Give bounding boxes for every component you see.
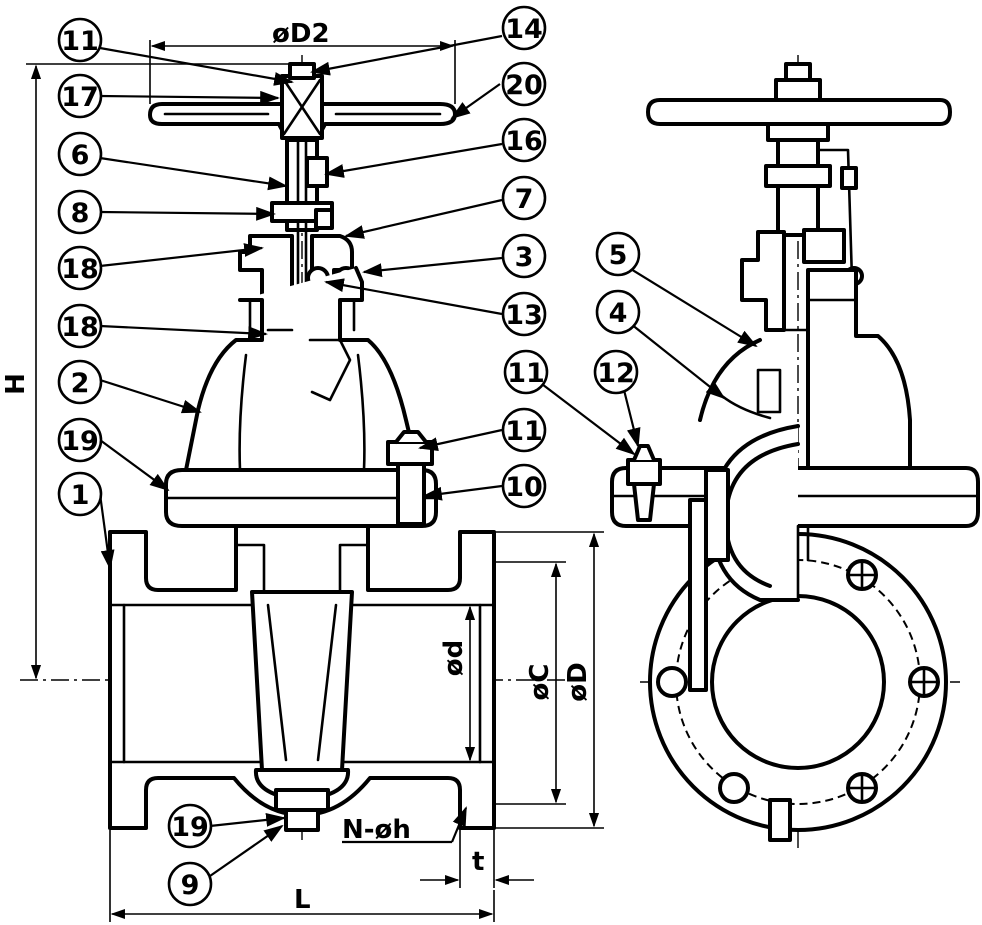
dim-t-label: t: [472, 847, 484, 877]
svg-text:19: 19: [171, 812, 209, 843]
svg-text:13: 13: [505, 300, 543, 331]
svg-text:12: 12: [597, 358, 635, 389]
svg-text:11: 11: [507, 358, 545, 389]
svg-text:3: 3: [515, 242, 534, 273]
balloon-19-upper: 19: [57, 417, 103, 463]
part-balloons: 11 14 17 20 6 16 8 7 18 3 13 18 2 11 19 …: [57, 5, 641, 907]
svg-text:11: 11: [61, 26, 99, 57]
front-wedge: [250, 590, 354, 832]
svg-text:18: 18: [61, 254, 99, 285]
svg-text:8: 8: [71, 198, 90, 229]
front-bonnet: [184, 266, 420, 472]
dim-d2-label: øD2: [272, 19, 330, 49]
dim-nh-label: N-øh: [342, 815, 411, 845]
svg-text:19: 19: [61, 426, 99, 457]
svg-text:2: 2: [71, 368, 90, 399]
svg-text:17: 17: [61, 82, 99, 113]
balloon-11-bolt: 11: [501, 407, 547, 453]
front-handwheel: [148, 62, 457, 148]
svg-text:7: 7: [515, 184, 534, 215]
side-gate: [688, 424, 810, 842]
front-view: [108, 62, 496, 832]
svg-text:1: 1: [71, 480, 90, 511]
balloon-2: 2: [57, 359, 103, 405]
side-body-flange: [648, 532, 948, 832]
dim-l-label: L: [294, 885, 311, 915]
balloon-10: 10: [501, 463, 547, 509]
svg-text:6: 6: [71, 140, 90, 171]
balloon-17: 17: [57, 73, 103, 119]
balloon-14: 14: [501, 5, 547, 51]
side-handwheel: [646, 62, 952, 142]
balloon-9: 9: [167, 861, 213, 907]
balloon-12: 12: [593, 349, 639, 395]
dim-h-label: H: [1, 373, 31, 395]
dim-dd-label: øD: [563, 662, 593, 701]
svg-text:16: 16: [505, 126, 543, 157]
balloon-18-lower: 18: [57, 303, 103, 349]
balloon-18-upper: 18: [57, 245, 103, 291]
balloon-1: 1: [57, 471, 103, 517]
leader-lines: [98, 34, 758, 877]
balloon-7: 7: [501, 175, 547, 221]
svg-text:18: 18: [61, 312, 99, 343]
svg-text:5: 5: [609, 240, 628, 271]
dim-d-label: ød: [439, 640, 469, 676]
balloon-13: 13: [501, 291, 547, 337]
balloon-5: 5: [595, 231, 641, 277]
dimension-lines: [26, 40, 604, 922]
dim-c-label: øC: [525, 664, 555, 701]
balloon-6: 6: [57, 131, 103, 177]
svg-text:14: 14: [505, 14, 543, 45]
svg-text:20: 20: [505, 70, 543, 101]
dimension-labels: øD2 H ød øC øD N-øh t L: [1, 19, 593, 915]
balloon-16: 16: [501, 117, 547, 163]
svg-text:10: 10: [505, 472, 543, 503]
balloon-8: 8: [57, 189, 103, 235]
side-view: [610, 62, 980, 842]
svg-text:11: 11: [505, 416, 543, 447]
balloon-4: 4: [595, 289, 641, 335]
balloon-20: 20: [501, 61, 547, 107]
svg-text:4: 4: [609, 298, 628, 329]
balloon-19-lower: 19: [167, 803, 213, 849]
svg-text:9: 9: [181, 870, 200, 901]
balloon-11-side: 11: [503, 349, 549, 395]
side-bonnet: [698, 230, 912, 470]
balloon-3: 3: [501, 233, 547, 279]
balloon-11-top: 11: [57, 17, 103, 63]
